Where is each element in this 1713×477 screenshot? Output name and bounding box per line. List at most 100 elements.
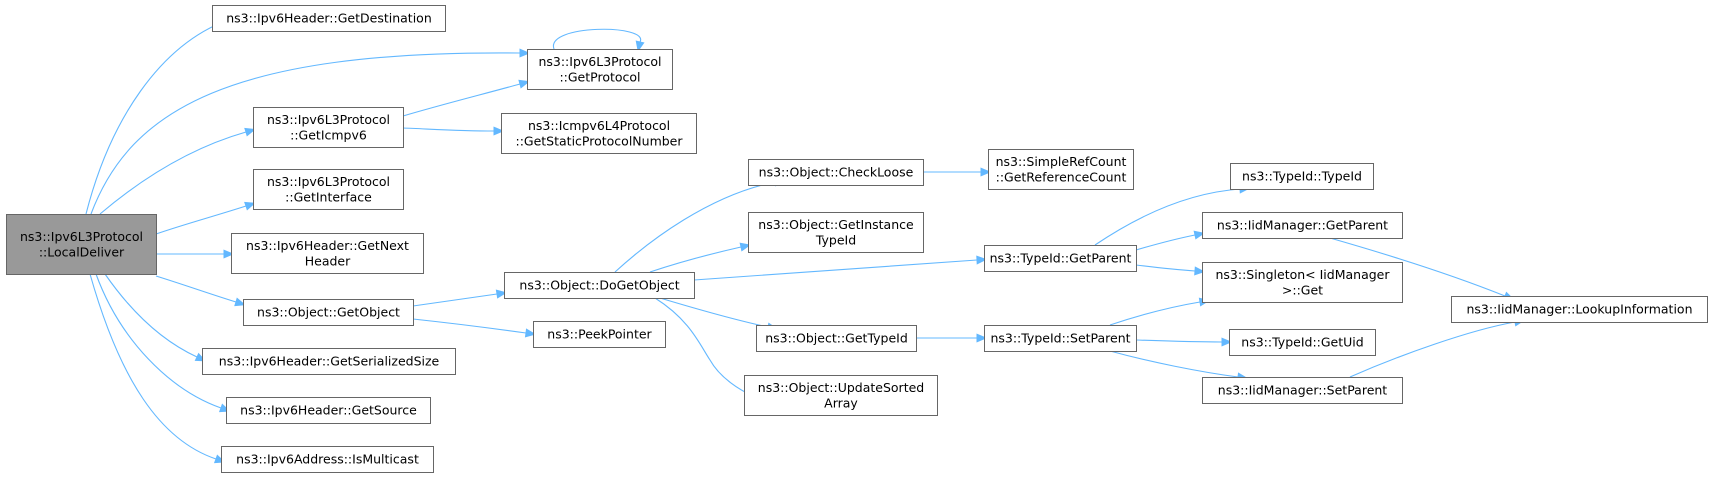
node-ipv6h-get-source[interactable]: ns3::Ipv6Header::GetSource: [226, 397, 431, 424]
node-label-line: ::GetStaticProtocolNumber: [515, 133, 683, 148]
edge-object_get_object-to-peek_pointer: [412, 318, 537, 338]
edge-line: [155, 205, 247, 235]
node-box: [202, 348, 456, 375]
node-label-line: ns3::Object::CheckLoose: [759, 165, 914, 180]
edge-arrowhead: [495, 289, 508, 299]
node-object-do-get-object[interactable]: ns3::Object::DoGetObject: [504, 272, 695, 299]
node-label-line: ::LocalDeliver: [39, 244, 125, 259]
edge-arrowhead: [1194, 266, 1206, 276]
node-label-line: ns3::Object::GetInstance: [758, 217, 914, 232]
node-label-line: Array: [824, 395, 858, 410]
node-label-line: ns3::Ipv6Header::GetNext: [246, 238, 409, 253]
edge-local_deliver-to-ipv6h_get_next_header: [156, 249, 235, 259]
node-label-line: ns3::Object::GetObject: [257, 305, 400, 320]
edge-line: [1135, 339, 1223, 343]
node-iidmanager-lookup-information[interactable]: ns3::IidManager::LookupInformation: [1451, 296, 1708, 323]
edge-iidmanager_set_parent-to-iidmanager_lookup_information: [1349, 317, 1526, 378]
node-ipv6h-get-serialized-size[interactable]: ns3::Ipv6Header::GetSerializedSize: [202, 348, 456, 375]
node-iidmanager-set-parent[interactable]: ns3::IidManager::SetParent: [1202, 377, 1403, 404]
node-box: [1229, 329, 1376, 356]
node-box: [231, 233, 424, 274]
node-box: [748, 212, 924, 253]
edge-ipv6l3_get_icmpv6-to-ipv6l3_get_protocol: [402, 79, 530, 117]
edge-typeid_get_parent-to-iidmanager_get_parent: [1135, 230, 1206, 251]
node-box: [744, 375, 938, 416]
edge-arrowhead: [1193, 230, 1206, 240]
edge-line: [90, 52, 521, 215]
edge-line: [1135, 234, 1196, 251]
edge-arrowhead: [234, 297, 246, 307]
node-box: [6, 214, 157, 275]
node-label-line: ns3::TypeId::GetParent: [990, 251, 1132, 266]
node-label-line: ::GetReferenceCount: [996, 169, 1127, 184]
edge-arrowhead: [519, 48, 531, 58]
node-label-line: ::GetProtocol: [559, 69, 640, 84]
edge-line: [412, 293, 498, 307]
node-simplerefcount-get-reference-count[interactable]: ns3::SimpleRefCount::GetReferenceCount: [988, 149, 1134, 190]
node-label-line: ns3::Singleton< IidManager: [1215, 267, 1390, 282]
node-label-line: ns3::IidManager::SetParent: [1218, 383, 1388, 398]
edge-line: [1135, 264, 1196, 272]
edge-line: [155, 275, 237, 303]
node-box: [527, 49, 673, 90]
edge-typeid_set_parent-to-iidmanager_set_parent: [1109, 350, 1249, 382]
node-typeid-set-parent[interactable]: ns3::TypeId::SetParent: [984, 325, 1137, 352]
node-ipv6address-is-multicast[interactable]: ns3::Ipv6Address::IsMulticast: [221, 446, 434, 473]
node-label-line: ns3::TypeId::GetUid: [1241, 335, 1363, 350]
edge-object_get_typeid-to-typeid_set_parent: [915, 333, 988, 343]
edge-arrowhead: [244, 127, 256, 137]
node-ipv6l3-get-protocol[interactable]: ns3::Ipv6L3Protocol::GetProtocol: [527, 49, 673, 90]
node-label-line: ns3::Ipv6L3Protocol: [538, 54, 661, 69]
edge-arrowhead: [223, 249, 235, 259]
node-ipv6l3-get-interface[interactable]: ns3::Ipv6L3Protocol::GetInterface: [253, 169, 404, 210]
edge-line: [1109, 350, 1239, 378]
edge-arrowhead: [976, 333, 988, 343]
node-box: [984, 245, 1137, 272]
edge-local_deliver-to-ipv6l3_get_interface: [155, 201, 256, 235]
node-label-line: ns3::Ipv6L3Protocol: [267, 112, 390, 127]
node-ipv6h-get-destination[interactable]: ns3::Ipv6Header::GetDestination: [212, 5, 446, 32]
edge-arrowhead: [976, 255, 988, 265]
node-peek-pointer[interactable]: ns3::PeekPointer: [533, 321, 666, 348]
edge-line: [412, 318, 527, 334]
node-box: [1202, 212, 1403, 239]
edge-line: [402, 127, 495, 132]
edge-typeid_set_parent-to-typeid_get_uid: [1135, 337, 1233, 347]
node-label-line: ns3::Icmpv6L4Protocol: [528, 118, 670, 133]
node-label-line: >::Get: [1282, 282, 1323, 297]
node-box: [501, 113, 697, 154]
edge-local_deliver-to-object_get_object: [155, 275, 246, 307]
node-label-line: ns3::TypeId::TypeId: [1242, 169, 1362, 184]
node-ipv6l3-get-icmpv6[interactable]: ns3::Ipv6L3Protocol::GetIcmpv6: [253, 107, 404, 148]
node-singleton-iidmanager-get[interactable]: ns3::Singleton< IidManager>::Get: [1202, 262, 1403, 303]
node-box: [226, 397, 431, 424]
node-box: [221, 446, 434, 473]
node-typeid-get-uid[interactable]: ns3::TypeId::GetUid: [1229, 329, 1376, 356]
edge-line: [85, 19, 229, 215]
node-object-get-typeid[interactable]: ns3::Object::GetTypeId: [756, 325, 917, 352]
edge-line: [99, 131, 247, 215]
node-typeid-get-parent[interactable]: ns3::TypeId::GetParent: [984, 245, 1137, 272]
node-label-line: ns3::Ipv6L3Protocol: [267, 174, 390, 189]
edge-local_deliver-to-ipv6l3_get_icmpv6: [99, 127, 256, 215]
edge-line: [1329, 237, 1506, 297]
node-label-line: ::GetIcmpv6: [290, 127, 367, 142]
node-object-check-loose[interactable]: ns3::Object::CheckLoose: [748, 159, 924, 186]
node-label-line: ns3::Ipv6Address::IsMulticast: [236, 452, 419, 467]
node-label-line: ns3::Ipv6Header::GetSerializedSize: [219, 354, 440, 369]
node-box: [533, 321, 666, 348]
edge-ipv6l3_get_protocol-to-ipv6l3_get_protocol: [553, 28, 645, 53]
edge-line: [1094, 188, 1241, 246]
edge-arrowhead: [524, 328, 537, 338]
edge-object_do_get_object-to-object_get_instance_typeid: [649, 242, 752, 273]
node-icmpv6l4-get-static-protocol-number[interactable]: ns3::Icmpv6L4Protocol::GetStaticProtocol…: [501, 113, 697, 154]
node-typeid-typeid[interactable]: ns3::TypeId::TypeId: [1230, 163, 1374, 190]
node-object-get-object[interactable]: ns3::Object::GetObject: [243, 299, 414, 326]
node-box: [504, 272, 695, 299]
edge-line: [402, 83, 521, 117]
edge-line: [95, 273, 222, 409]
node-iidmanager-get-parent[interactable]: ns3::IidManager::GetParent: [1202, 212, 1403, 239]
